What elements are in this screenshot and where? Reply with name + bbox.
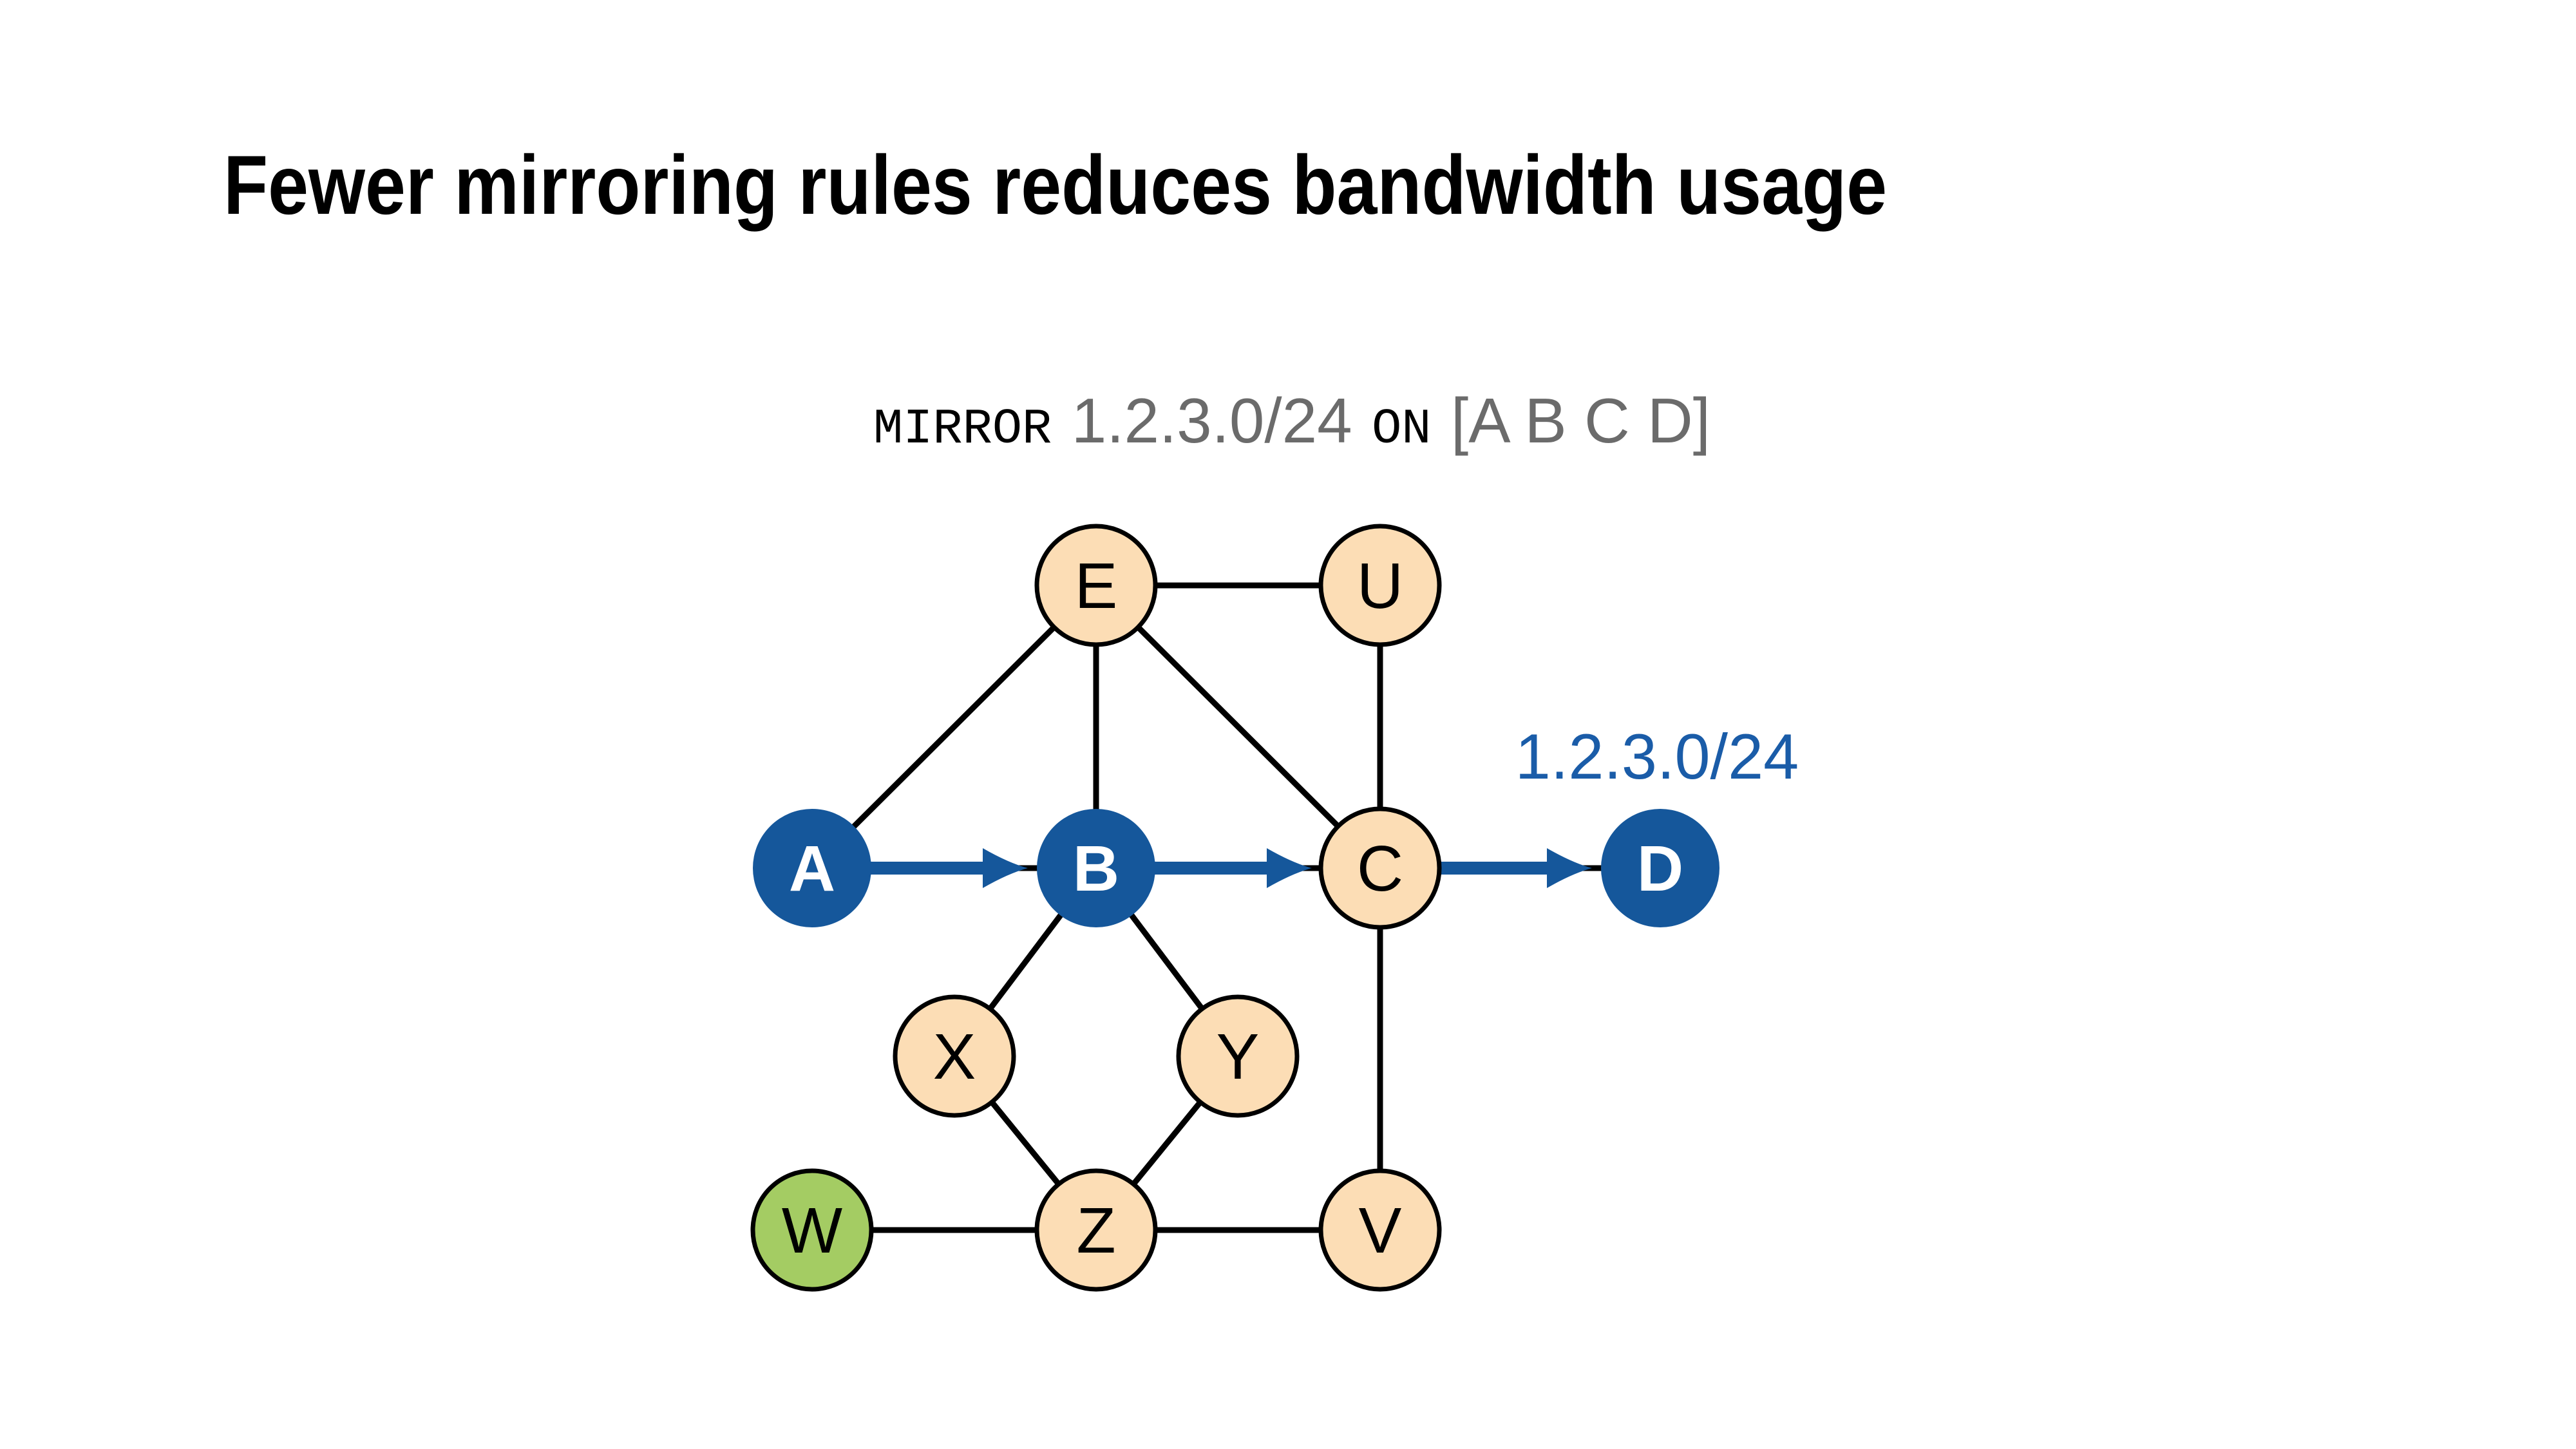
mirror-switch-list: [A B C D]: [1450, 385, 1710, 456]
arrowhead-icon: [983, 848, 1028, 888]
node-W: [750, 1168, 874, 1292]
arrowhead-icon: [1267, 848, 1312, 888]
arrowhead-icon: [1547, 848, 1592, 888]
node-V: [1318, 1168, 1442, 1292]
node-E: [1034, 524, 1158, 647]
edge-E-C: [1094, 583, 1383, 871]
flow-prefix-label: 1.2.3.0/24: [1515, 721, 1799, 792]
node-D: [1601, 809, 1719, 927]
mirror-prefix-value: 1.2.3.0/24: [1071, 385, 1352, 456]
page-title: Fewer mirroring rules reduces bandwidth …: [223, 138, 1888, 232]
node-A: [753, 809, 871, 927]
node-X: [893, 994, 1016, 1118]
mirror-rule-line: MIRROR 1.2.3.0/24 ON [A B C D]: [873, 389, 1710, 455]
edge-E-A: [810, 583, 1099, 871]
node-B: [1037, 809, 1155, 927]
node-Y: [1176, 994, 1300, 1118]
node-C: [1318, 806, 1442, 930]
node-Z: [1034, 1168, 1158, 1292]
on-keyword: ON: [1372, 402, 1432, 458]
node-U: [1318, 524, 1442, 647]
mirror-keyword: MIRROR: [873, 402, 1052, 458]
